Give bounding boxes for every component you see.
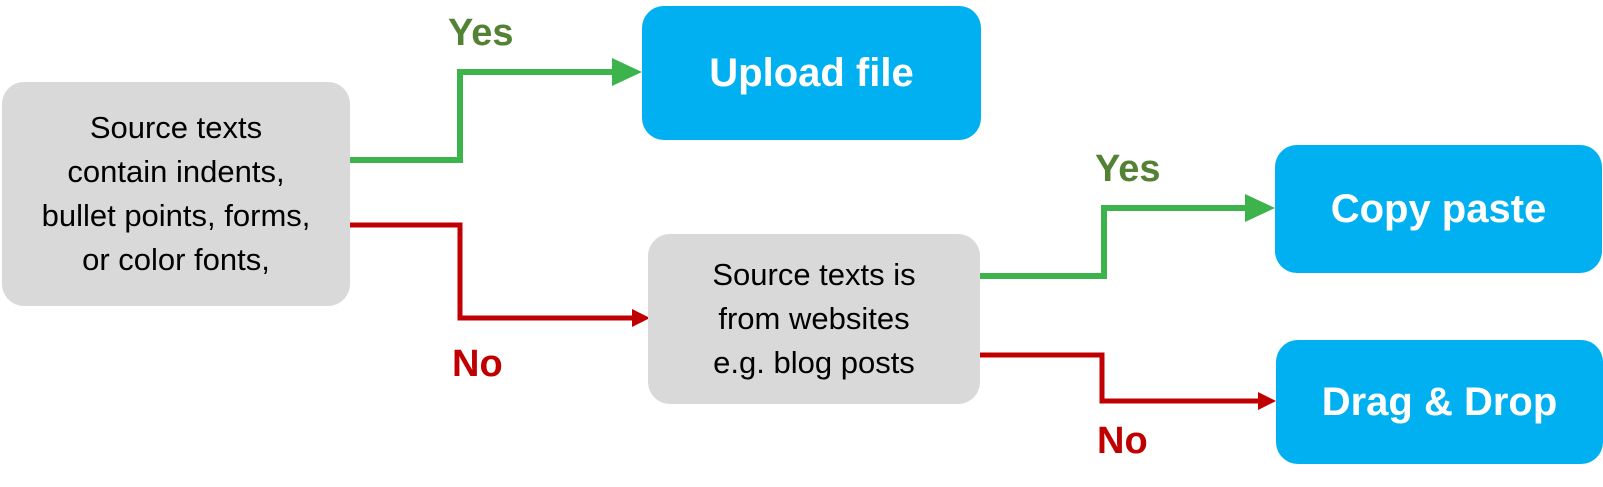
upload-file-label: Upload file (709, 50, 914, 95)
decision2-line-3: e.g. blog posts (713, 345, 915, 380)
decision1-line-2: contain indents, (67, 154, 285, 189)
connector-yes-upload (343, 69, 612, 163)
connector-no-decision2 (343, 222, 632, 321)
arrowhead-yes-copy (1245, 194, 1275, 222)
edge-label-no-decision2: No (452, 343, 503, 385)
edge-label-no-drag: No (1097, 420, 1148, 462)
edge-label-yes-upload: Yes (448, 12, 514, 54)
action-drag-drop: Drag & Drop (1276, 340, 1603, 464)
action-upload-file: Upload file (642, 6, 981, 140)
copy-paste-label: Copy paste (1330, 186, 1547, 231)
arrowhead-no-decision2 (632, 309, 650, 327)
action-copy-paste: Copy paste (1275, 145, 1602, 273)
arrowhead-yes-upload (612, 58, 642, 86)
decision-source-website: Source texts is from websites e.g. blog … (648, 234, 980, 404)
edge-label-yes-copy: Yes (1095, 148, 1161, 190)
decision1-line-3: bullet points, forms, (41, 198, 311, 233)
decision-source-formatting: Source texts contain indents, bullet poi… (2, 82, 350, 306)
arrowhead-no-drag (1258, 392, 1276, 410)
decision1-line-1: Source texts (89, 110, 263, 145)
decision2-line-2: from websites (718, 301, 910, 336)
drag-drop-label: Drag & Drop (1321, 379, 1558, 424)
connector-yes-copy (976, 205, 1245, 279)
connector-no-drag (976, 352, 1258, 404)
decision2-line-1: Source texts is (712, 257, 916, 292)
decision1-line-4: or color fonts, (82, 242, 270, 277)
